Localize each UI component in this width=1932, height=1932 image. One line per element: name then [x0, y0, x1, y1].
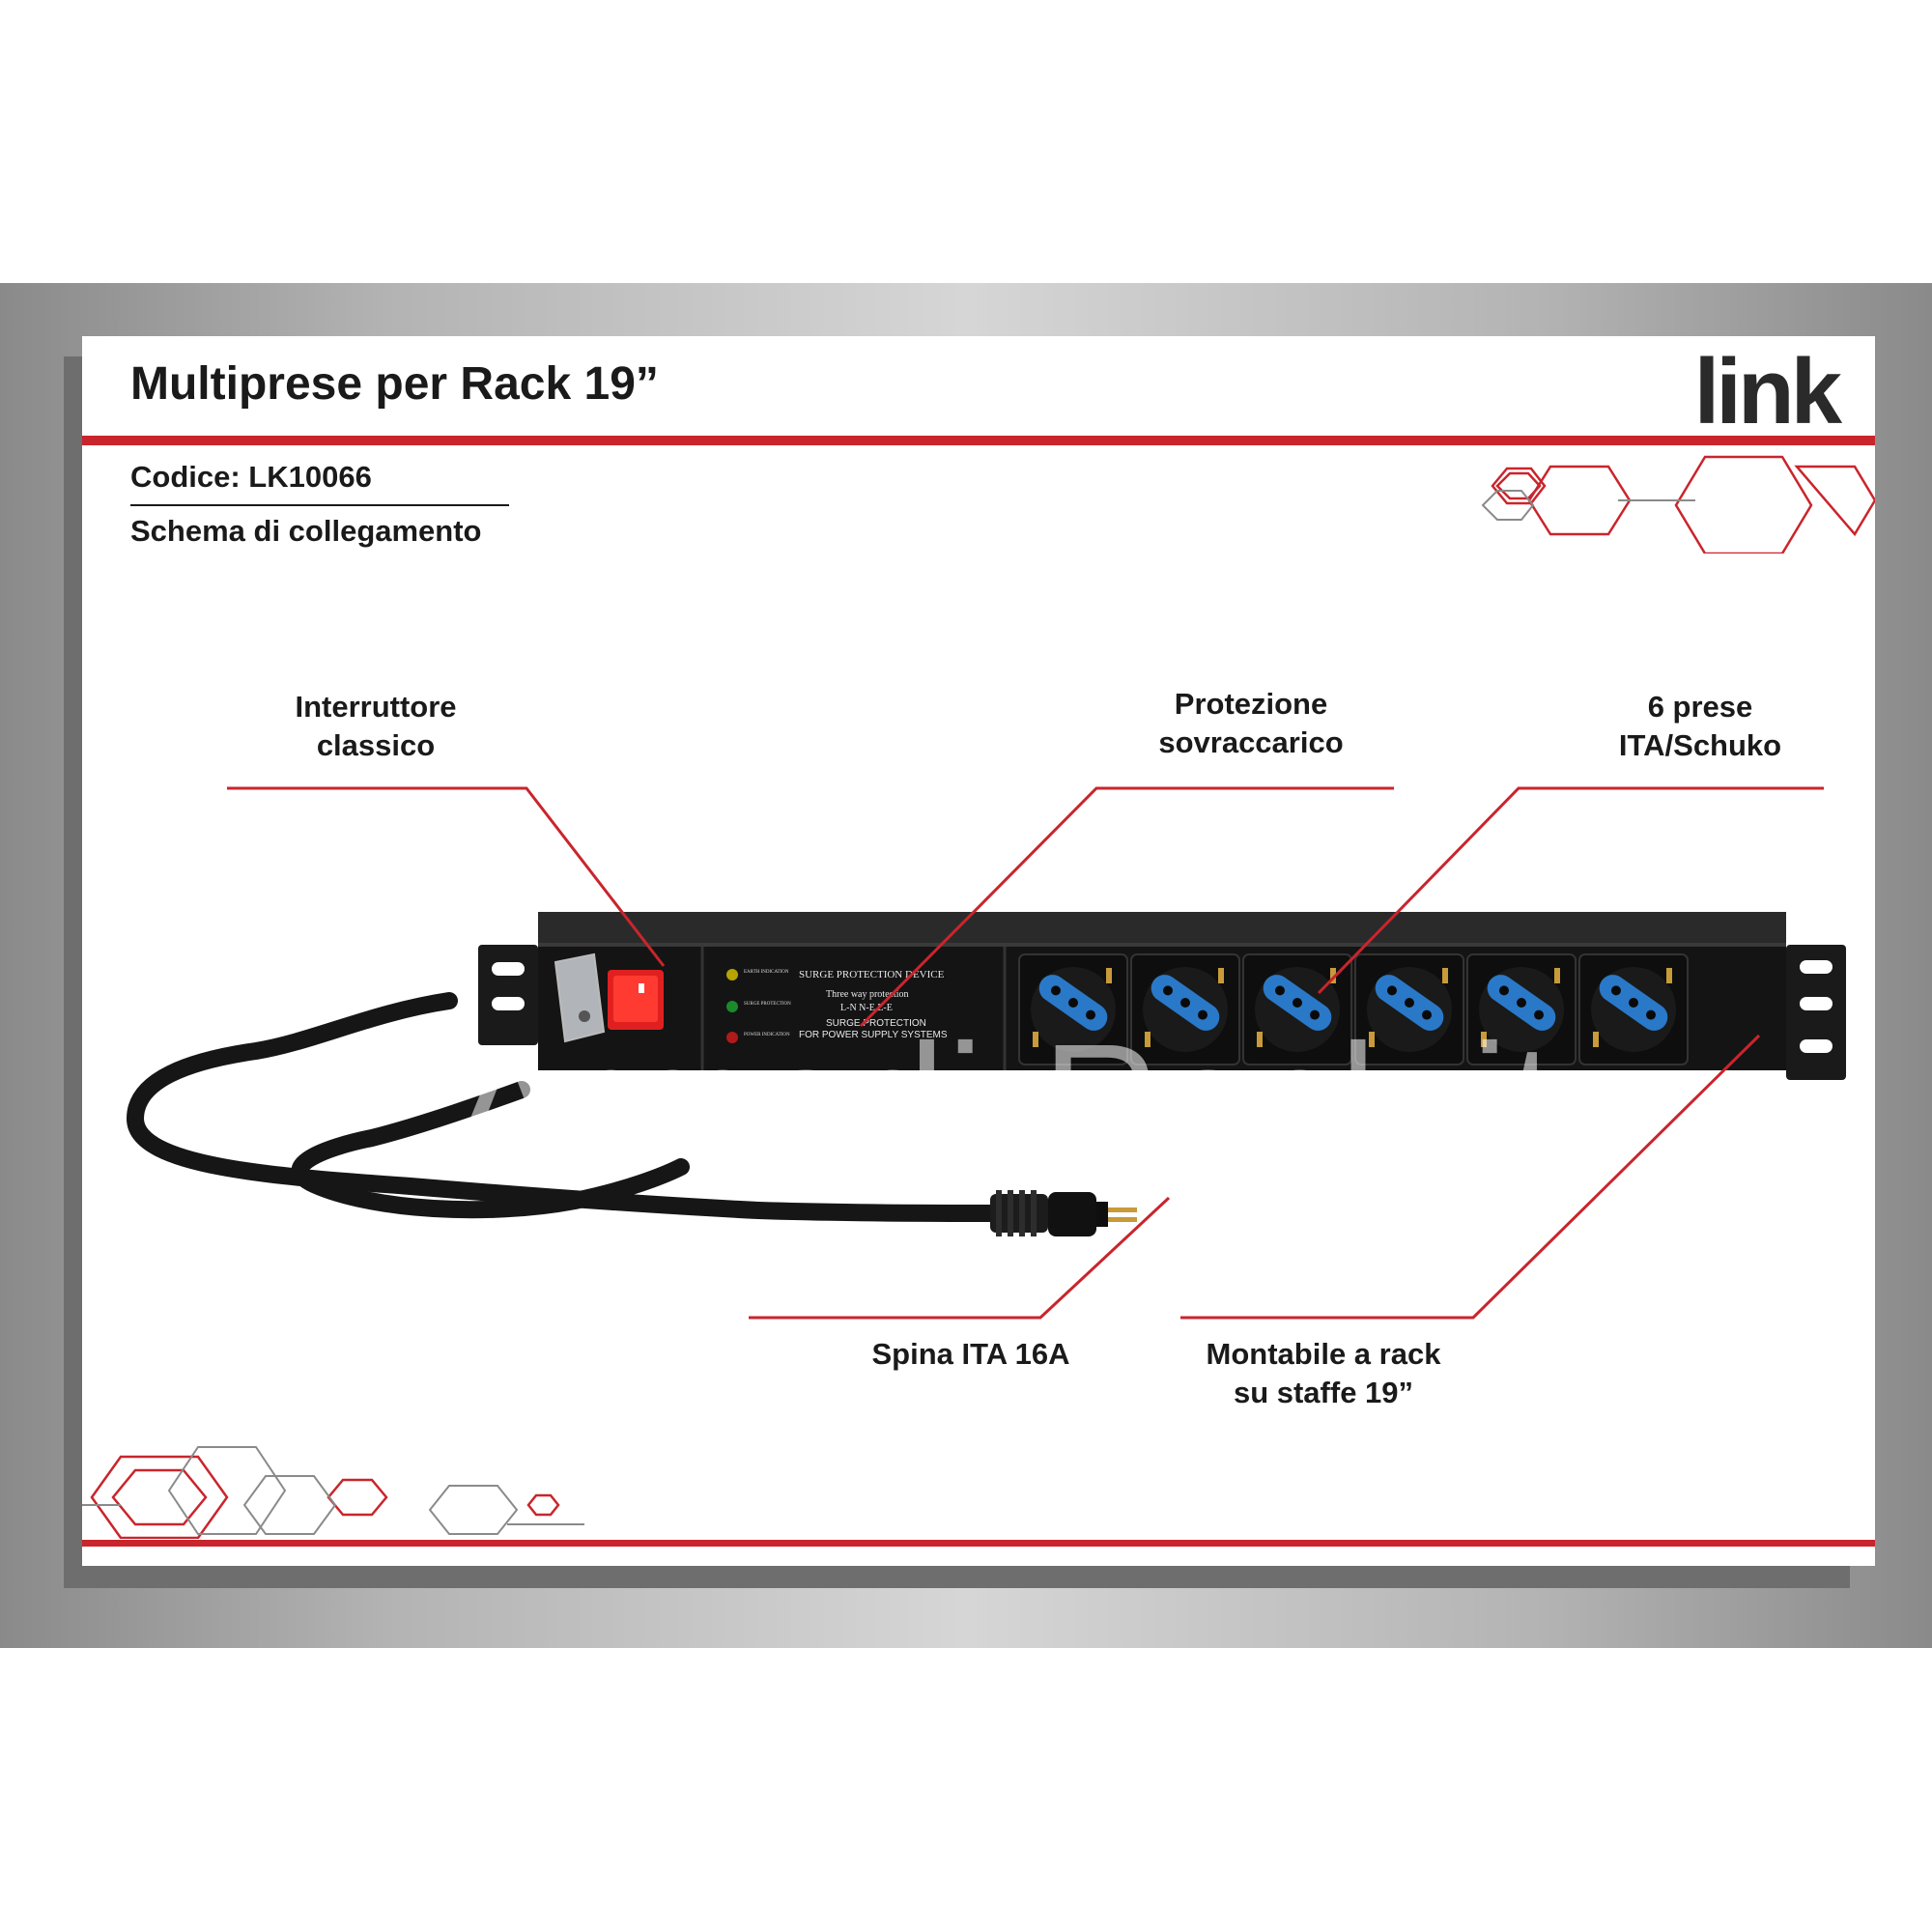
socket-outlet	[1578, 953, 1689, 1065]
diagram-subtitle: Schema di collegamento	[130, 514, 482, 548]
socket-outlet	[1242, 953, 1352, 1065]
power-cable	[126, 992, 1009, 1222]
led-label-earth: EARTH INDICATION	[744, 970, 789, 975]
footer-red-line	[82, 1540, 1875, 1547]
hexagon-decoration-bottom	[82, 1446, 584, 1539]
rocker-switch	[554, 952, 664, 1043]
socket-outlet	[1354, 953, 1464, 1065]
plug-illustration	[990, 1190, 1137, 1236]
callout-plug: Spina ITA 16A	[871, 1337, 1070, 1371]
callout-rack-mount: Montabile a rack su staffe 19”	[1206, 1337, 1441, 1409]
callout-switch: Interruttore classico	[295, 690, 457, 762]
panel-title: SURGE PROTECTION DEVICE	[799, 969, 945, 980]
panel-line4: FOR POWER SUPPLY SYSTEMS	[799, 1030, 948, 1040]
socket-outlet	[1466, 953, 1577, 1065]
socket-row	[1018, 953, 1689, 1065]
panel-line2: L-N N-E L-E	[840, 1003, 893, 1013]
brand-logo: link	[1693, 340, 1842, 443]
socket-outlet	[1130, 953, 1240, 1065]
watermark-text: Armadi-Rack.it	[453, 1010, 1558, 1194]
led-label-power: POWER INDICATION	[744, 1033, 790, 1037]
code-underline	[130, 504, 509, 506]
led-label-surge: SURGE PROTECTION	[744, 1002, 791, 1007]
panel-line1: Three way protection	[826, 989, 909, 1000]
power-strip-diagram: EARTH INDICATION SURGE PROTECTION POWER …	[126, 786, 1846, 1320]
page-title: Multiprese per Rack 19”	[130, 358, 659, 410]
product-code: Codice: LK10066	[130, 460, 372, 494]
product-card: Multiprese per Rack 19” link Codice: LK1…	[82, 336, 1875, 1566]
callout-sockets: 6 prese ITA/Schuko	[1618, 690, 1782, 762]
socket-outlet	[1018, 953, 1128, 1065]
leader-lines	[227, 786, 1824, 1320]
callout-surge-protection: Protezione sovraccarico	[1158, 687, 1344, 759]
panel-line3: SURGE PROTECTION	[826, 1018, 926, 1029]
housing-top	[538, 912, 1786, 947]
hexagon-decoration-top	[1481, 455, 1875, 554]
header-red-line	[82, 436, 1875, 445]
